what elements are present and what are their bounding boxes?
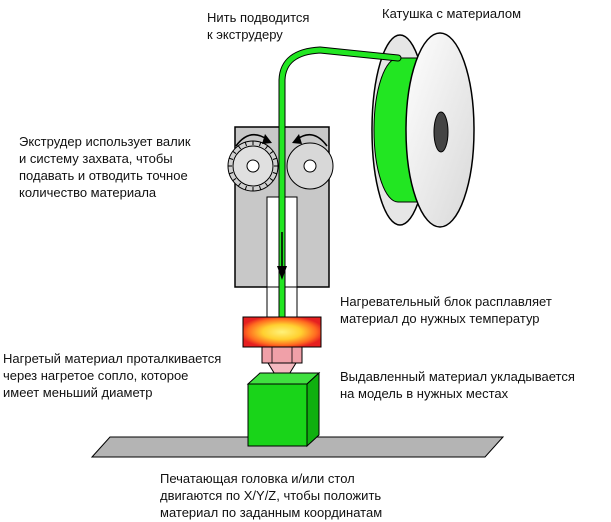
printed-model	[246, 371, 321, 448]
nozzle	[261, 346, 303, 377]
spool-hub	[433, 111, 449, 153]
label-heater-block: Нагревательный блок расплавляет материал…	[340, 294, 552, 326]
label-nozzle: Нагретый материал проталкивается через н…	[3, 351, 222, 400]
label-movement: Печатающая головка и/или стол двигаются …	[160, 471, 383, 520]
heater-block	[242, 316, 322, 348]
build-plate	[90, 436, 505, 458]
label-deposition: Выдавленный материал укладывается на мод…	[340, 369, 575, 401]
drive-gear-icon	[227, 140, 279, 192]
feed-arrow-icon	[277, 232, 287, 280]
filament-strand-fill	[279, 47, 401, 358]
label-extruder: Экструдер использует валик и систему зах…	[19, 134, 191, 200]
label-spool: Катушка с материалом	[382, 6, 522, 21]
spool	[371, 32, 475, 228]
rotation-arrow-icon	[235, 133, 328, 147]
label-filament-feed: Нить подводится к экструдеру	[207, 10, 310, 42]
idler-wheel-icon	[286, 142, 334, 190]
